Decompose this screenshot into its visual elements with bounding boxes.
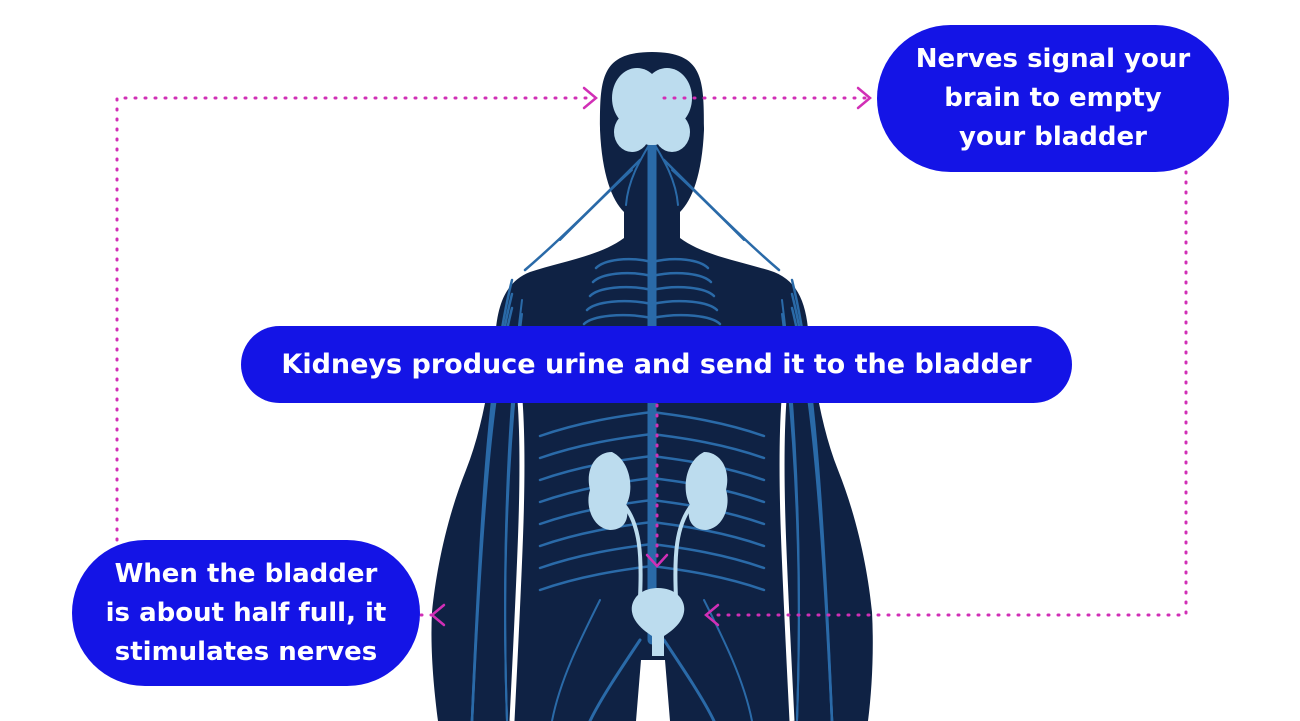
callout-line: is about half full, it bbox=[105, 597, 387, 628]
callout-line: Nerves signal your bbox=[915, 44, 1191, 74]
nerve-line bbox=[588, 638, 642, 721]
nerve-line bbox=[650, 285, 716, 298]
ureter-tubes bbox=[622, 503, 694, 599]
nerve-line bbox=[591, 271, 654, 284]
callout-line: brain to empty bbox=[944, 83, 1162, 113]
nerve-line bbox=[585, 299, 654, 312]
nerve-line bbox=[650, 299, 719, 312]
callout-bladder-nerves: When the bladder is about half full, it … bbox=[72, 540, 420, 686]
kidney-icon bbox=[685, 452, 728, 530]
nerve-line bbox=[559, 169, 633, 241]
nerve-line bbox=[538, 410, 654, 438]
nerve-line bbox=[594, 257, 654, 270]
dotted-arrow-icon bbox=[704, 603, 720, 627]
nerve-line bbox=[538, 542, 654, 570]
nerve-line bbox=[650, 432, 766, 460]
callout-brain-signal: Nerves signal your brain to empty your b… bbox=[877, 25, 1229, 172]
nerve-line bbox=[703, 599, 753, 721]
nerve-line bbox=[650, 520, 766, 548]
nerve-line bbox=[538, 432, 654, 460]
dotted-arrow-icon bbox=[430, 603, 446, 627]
nerve-network bbox=[470, 135, 834, 721]
nerve-line bbox=[650, 313, 722, 326]
kidney-icon bbox=[588, 452, 631, 530]
bladder-icon bbox=[631, 588, 685, 656]
dotted-arrow-icon bbox=[582, 86, 598, 110]
nerve-line bbox=[551, 599, 601, 721]
callout-line: When the bladder bbox=[114, 558, 378, 589]
dotted-arrow-icon bbox=[856, 86, 872, 110]
flow-line-left bbox=[115, 96, 594, 617]
nerve-line bbox=[588, 285, 654, 298]
nerve-line bbox=[650, 564, 766, 592]
arm-gap-line bbox=[779, 399, 795, 721]
callout-line: your bladder bbox=[959, 122, 1147, 152]
nerve-line bbox=[582, 313, 654, 326]
arm-gaps bbox=[509, 399, 795, 721]
dotted-arrow-icon bbox=[645, 553, 669, 568]
nerve-line bbox=[650, 410, 766, 438]
nerve-line bbox=[650, 542, 766, 570]
nerve-line bbox=[650, 271, 713, 284]
arm-gap-line bbox=[509, 399, 525, 721]
nerve-line bbox=[625, 139, 653, 206]
nerve-line bbox=[650, 257, 710, 270]
nerve-line bbox=[651, 139, 679, 206]
brain-icon bbox=[612, 68, 692, 152]
nerve-line bbox=[662, 638, 716, 721]
nerve-line bbox=[538, 520, 654, 548]
callout-line: Kidneys produce urine and send it to the… bbox=[281, 349, 1032, 380]
flow-arrows bbox=[115, 86, 1188, 627]
callout-line: stimulates nerves bbox=[114, 636, 378, 667]
callout-kidneys: Kidneys produce urine and send it to the… bbox=[241, 326, 1072, 403]
flow-line-right bbox=[710, 170, 1188, 617]
nerve-line bbox=[671, 169, 745, 241]
